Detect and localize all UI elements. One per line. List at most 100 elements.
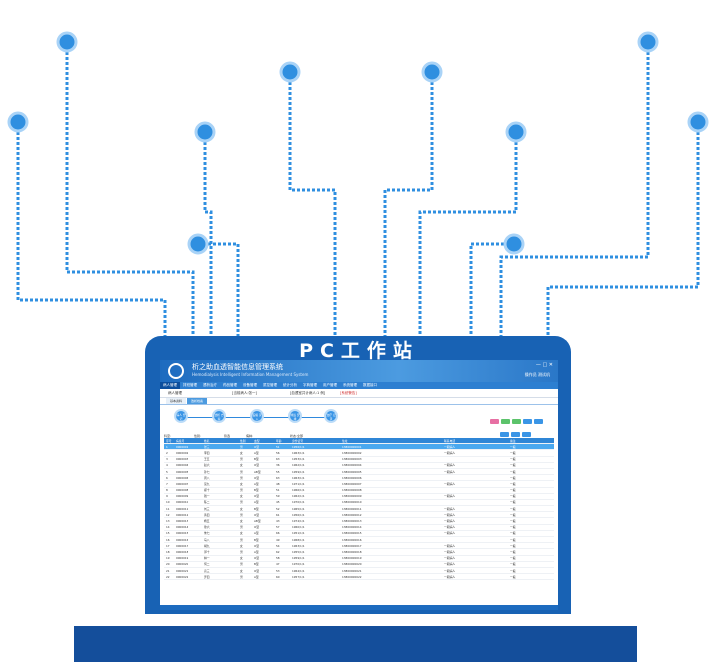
system-alert[interactable]: [系统警告] — [340, 391, 357, 395]
wire-6 — [383, 72, 434, 336]
table-cell: 一般 — [510, 500, 516, 505]
table-cell: 0000008 — [176, 488, 189, 493]
user-info[interactable]: 操作员 测试机 — [524, 372, 550, 377]
table-cell: 0000019 — [176, 556, 189, 561]
step-order[interactable]: 医嘱 录入 — [250, 409, 264, 423]
filter-label[interactable]: 状态:全部 — [290, 434, 304, 438]
table-cell: 一般 — [510, 475, 516, 480]
table-cell: 一期病人 — [444, 444, 456, 449]
nav-item[interactable]: 排班管理 — [183, 383, 197, 387]
save-button[interactable] — [523, 419, 532, 424]
table-cell: 男 — [240, 512, 243, 517]
table-cell: 0000012 — [176, 512, 189, 517]
table-cell: 陈二 — [204, 500, 210, 505]
export-button[interactable] — [522, 432, 531, 437]
table-cell: 一般 — [510, 488, 516, 493]
table-cell: 男 — [240, 537, 243, 542]
table-cell: 53 — [276, 568, 280, 573]
table-cell: 49 — [276, 537, 280, 542]
reset-button[interactable] — [511, 432, 520, 437]
table-cell: 62 — [276, 549, 280, 554]
search-button[interactable] — [500, 432, 509, 437]
table-cell: 13800000006 — [342, 475, 362, 480]
table-cell: 1956/1/1 — [292, 444, 305, 449]
filter-label: 科室: — [164, 434, 172, 438]
table-cell: 女 — [240, 463, 243, 468]
table-cell: 一期病人 — [444, 481, 456, 486]
table-cell: 13800000014 — [342, 525, 362, 530]
step-record[interactable]: 治疗 记录 — [324, 409, 338, 423]
step-register[interactable]: 病人 登记 — [174, 409, 188, 423]
table-cell: 一般 — [510, 568, 516, 573]
print-button[interactable] — [490, 419, 499, 424]
node-circle — [503, 233, 525, 255]
nav-item[interactable]: 数据接口 — [363, 383, 377, 387]
nav-item[interactable]: 设备管理 — [243, 383, 257, 387]
table-header[interactable]: 序号病案号姓名性别血型年龄身份证号住址联系电话备注 — [164, 438, 554, 445]
nav-item[interactable]: 质控管理 — [263, 383, 277, 387]
tab-archive[interactable]: 透析档案 — [187, 398, 208, 404]
refresh-button[interactable] — [534, 419, 543, 424]
filter-label[interactable]: 筛选 — [224, 434, 231, 438]
table-cell: 徐六 — [204, 525, 210, 530]
nav-item[interactable]: 药品管理 — [223, 383, 237, 387]
table-cell: 13800000017 — [342, 543, 362, 548]
table-cell: 8 — [166, 488, 168, 493]
table-cell: 一般 — [510, 556, 516, 561]
table-cell: O型 — [254, 543, 259, 548]
table-cell: 1960/1/1 — [292, 525, 305, 530]
step-plan[interactable]: 透析 方案 — [212, 409, 226, 423]
filter-label[interactable]: 病种: — [246, 434, 254, 438]
wire-8 — [469, 242, 514, 336]
nav-item[interactable]: 病人管理 — [160, 382, 180, 389]
table-cell: 一期病人 — [444, 494, 456, 499]
table-cell: 1965/1/1 — [292, 506, 305, 511]
nav-item[interactable]: 透析治疗 — [203, 383, 217, 387]
edit-button[interactable] — [512, 419, 521, 424]
nav-item[interactable]: 系统管理 — [343, 383, 357, 387]
nav-item[interactable]: 字典管理 — [303, 383, 317, 387]
add-button[interactable] — [501, 419, 510, 424]
step-schedule[interactable]: 排班 安排 — [288, 409, 302, 423]
table-cell: 1971/1/1 — [292, 481, 305, 486]
nav-item[interactable]: 用户管理 — [323, 383, 337, 387]
table-cell: 0000021 — [176, 568, 189, 573]
tab-basic[interactable]: 基本资料 — [166, 398, 187, 404]
node-circle — [194, 121, 216, 143]
table-cell: B型 — [254, 537, 259, 542]
table-cell: 一般 — [510, 444, 516, 449]
table-cell: 一期病人 — [444, 469, 456, 474]
table-cell: 0000015 — [176, 531, 189, 536]
table-cell: O型 — [254, 512, 259, 517]
table-cell: 高三 — [204, 568, 210, 573]
window-controls[interactable]: — □ ✕ — [535, 362, 553, 368]
table-cell: 52 — [276, 506, 280, 511]
table-cell: 一般 — [510, 531, 516, 536]
nav-item[interactable]: 统计分析 — [283, 383, 297, 387]
table-cell: A型 — [254, 481, 259, 486]
search-buttons — [500, 432, 531, 437]
node-circle — [187, 233, 209, 255]
